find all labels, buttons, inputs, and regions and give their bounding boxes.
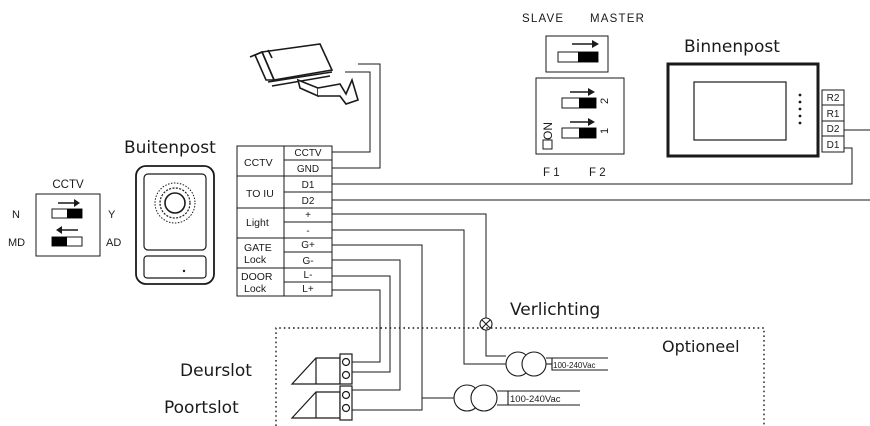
- pin-plus: +: [305, 210, 311, 221]
- cctv-label-ad: AD: [106, 237, 121, 249]
- pin-minus: -: [306, 226, 309, 237]
- monitor-pin-r1: R1: [827, 109, 840, 120]
- cctv-switch-ad: [51, 226, 83, 247]
- f1-label: F 1: [543, 167, 560, 179]
- pin-g-plus: G+: [301, 240, 315, 251]
- pin-l-minus: L-: [304, 270, 313, 281]
- transformer-light-voltage: 100-240Vac: [553, 361, 596, 370]
- terminal-group-gate-lock: Lock: [244, 254, 267, 266]
- terminal-group-to-iu: TO IU: [246, 188, 274, 200]
- pin-g-minus: G-: [302, 256, 313, 267]
- indoor-monitor-icon: [666, 62, 820, 158]
- gate-lock-icon: [290, 385, 353, 421]
- slave-label: SLAVE: [522, 13, 564, 25]
- lamp-icon: [479, 317, 493, 331]
- camera-cable: [332, 63, 381, 169]
- terminal-group-cctv: CCTV: [244, 157, 273, 169]
- dip-label-on: ON: [541, 122, 555, 140]
- terminal-group-gate: GATE: [244, 242, 272, 254]
- transformer-light-icon: [505, 351, 608, 377]
- deurslot-label: Deurslot: [180, 361, 252, 381]
- door-lock-icon: [290, 353, 353, 385]
- monitor-pin-d2: D2: [827, 124, 840, 135]
- cctv-label-y: Y: [108, 209, 116, 221]
- dip-switch-1: [561, 118, 597, 139]
- monitor-pin-d1: D1: [827, 140, 840, 151]
- master-label: MASTER: [590, 13, 645, 25]
- dip-label-1: 1: [599, 128, 611, 134]
- pin-d1: D1: [302, 180, 315, 191]
- monitor-pin-r2: R2: [827, 93, 840, 104]
- pin-cctv: CCTV: [294, 148, 322, 159]
- transformer-gate-voltage: 100-240Vac: [510, 394, 561, 405]
- cctv-switch-y: [51, 199, 83, 219]
- master-switch: [545, 35, 609, 73]
- pin-gnd: GND: [297, 164, 319, 175]
- terminal-group-door-lock: Lock: [244, 283, 267, 295]
- outdoor-unit-icon: [135, 165, 215, 285]
- pin-d2: D2: [302, 196, 315, 207]
- pin-l-plus: L+: [302, 284, 314, 295]
- cctv-label-md: MD: [8, 237, 25, 249]
- monitor-terminal-block: [821, 89, 845, 153]
- lock-wires: [332, 244, 454, 411]
- cctv-label-n: N: [12, 209, 20, 221]
- buitenpost-label: Buitenpost: [124, 138, 216, 158]
- terminal-group-light: Light: [246, 217, 269, 229]
- f2-label: F 2: [589, 167, 606, 179]
- poortslot-label: Poortslot: [164, 398, 239, 418]
- dip-on-marker: [542, 139, 553, 150]
- terminal-group-door: DOOR: [241, 271, 273, 283]
- binnenpost-label: Binnenpost: [684, 37, 780, 57]
- light-wires: [332, 213, 506, 365]
- outdoor-terminal-block: [236, 145, 333, 297]
- optioneel-label: Optioneel: [662, 337, 740, 356]
- camera-icon: [249, 43, 359, 105]
- transformer-gate-icon: [453, 384, 580, 412]
- dip-switch-2: [561, 88, 597, 109]
- verlichting-label: Verlichting: [510, 300, 600, 320]
- cctv-switch-title: CCTV: [52, 179, 84, 191]
- dip-label-2: 2: [599, 98, 611, 104]
- optional-area-border: [275, 327, 765, 426]
